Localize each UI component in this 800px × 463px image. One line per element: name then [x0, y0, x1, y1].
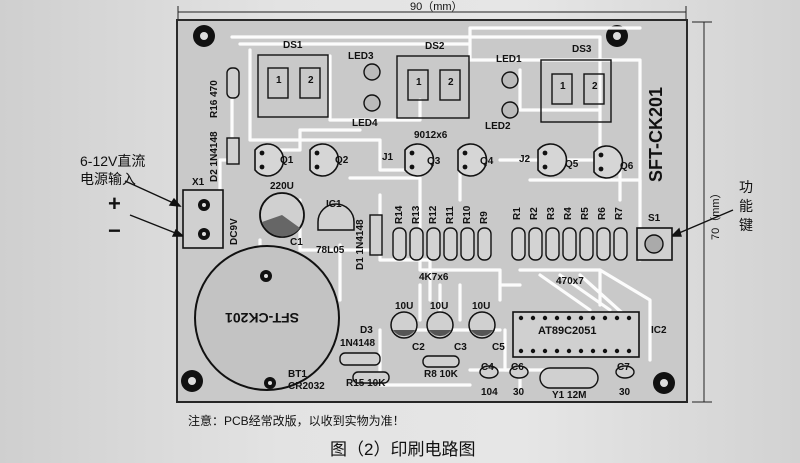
label-x1: X1: [192, 177, 205, 188]
label-cap-val-1: 10U: [395, 301, 414, 312]
label-c1: C1: [290, 237, 303, 248]
label-led1: LED1: [496, 54, 522, 65]
label-rv2: 470x7: [556, 276, 584, 287]
function-key-line1: 功: [739, 179, 753, 195]
minus-sign: −: [108, 218, 121, 243]
label-r14: R14: [394, 205, 405, 224]
label-d3: D3: [360, 325, 373, 336]
label-q3: Q3: [427, 156, 441, 167]
digit-5: 1: [560, 81, 566, 92]
resistor-bank-left: [392, 227, 492, 261]
label-r1: R1: [512, 207, 523, 220]
label-r4: R4: [563, 207, 574, 220]
label-ic1: IC1: [326, 199, 342, 210]
display-outlines: [257, 54, 612, 123]
height-dimension: 70（mm）: [710, 187, 722, 240]
label-ds1: DS1: [283, 40, 303, 51]
label-s1: S1: [648, 213, 661, 224]
label-led2: LED2: [485, 121, 511, 132]
label-j2: J2: [519, 154, 531, 165]
label-c2: C2: [412, 342, 425, 353]
label-j1: J1: [382, 152, 394, 163]
board-title: SFT-CK201: [646, 86, 666, 182]
label-cap-val-2: 10U: [430, 301, 449, 312]
label-rv1: 4K7x6: [419, 272, 449, 283]
revision-note: 注意：PCB经常改版，以收到实物为准！: [188, 414, 405, 428]
label-r13: R13: [411, 205, 422, 224]
battery-holder: [194, 245, 340, 391]
label-dc9v: DC9V: [229, 218, 240, 245]
label-c1-val: 220U: [270, 181, 294, 192]
label-r8: R8 10K: [424, 369, 458, 380]
battery-label: SFT-CK201: [225, 310, 299, 326]
power-input-line2: 电源输入: [80, 171, 136, 187]
label-led4: LED4: [352, 118, 378, 129]
leds: [363, 63, 519, 119]
label-r9: R9: [479, 211, 490, 224]
label-r3: R3: [546, 207, 557, 220]
label-ic2-part: AT89C2051: [538, 325, 597, 337]
width-dimension: 90（mm）: [410, 1, 463, 13]
mounting-holes: [181, 25, 675, 394]
label-r7: R7: [614, 207, 625, 220]
digit-4: 2: [448, 77, 454, 88]
label-bt1: BT1: [288, 369, 307, 380]
label-c6-val: 30: [513, 387, 525, 398]
digit-3: 1: [416, 77, 422, 88]
label-q4: Q4: [480, 156, 494, 167]
label-q6: Q6: [620, 161, 634, 172]
label-r11: R11: [445, 206, 456, 224]
function-key-line2: 能: [739, 198, 753, 214]
label-c7-val: 30: [619, 387, 631, 398]
label-r15: R15 10K: [346, 378, 386, 389]
label-c6: C6: [511, 362, 524, 373]
label-r12: R12: [428, 205, 439, 224]
label-ds2: DS2: [425, 41, 445, 52]
digit-1: 1: [276, 75, 282, 86]
label-q5: Q5: [565, 159, 579, 170]
label-d2: D2 1N4148: [209, 131, 220, 182]
label-r10: R10: [462, 205, 473, 224]
label-c4: C4: [481, 362, 494, 373]
label-r16: R16 470: [209, 80, 220, 118]
figure-caption: 图（2）印刷电路图: [330, 440, 476, 459]
label-d3-part: 1N4148: [340, 338, 376, 349]
label-q1: Q1: [280, 155, 294, 166]
label-bt1-part: CR2032: [288, 381, 325, 392]
label-c5: C5: [492, 342, 505, 353]
label-c4-val: 104: [481, 387, 498, 398]
power-input-line1: 6-12V直流: [80, 153, 146, 169]
label-q2: Q2: [335, 155, 349, 166]
label-ic1-part: 78L05: [316, 245, 345, 256]
label-cap-val-3: 10U: [472, 301, 491, 312]
digit-2: 2: [308, 75, 314, 86]
plus-sign: +: [108, 191, 121, 216]
label-d1: D1 1N4148: [355, 219, 366, 270]
label-r2: R2: [529, 207, 540, 220]
digit-6: 2: [592, 81, 598, 92]
resistor-bank-right: [511, 227, 628, 261]
label-c3: C3: [454, 342, 467, 353]
label-ic2: IC2: [651, 325, 667, 336]
dimension-lines: [177, 6, 712, 403]
function-key-line3: 键: [739, 217, 753, 233]
label-ds3: DS3: [572, 44, 592, 55]
label-q-part: 9012x6: [414, 130, 448, 141]
label-r5: R5: [580, 207, 591, 220]
label-r6: R6: [597, 207, 608, 220]
label-c7: C7: [617, 362, 630, 373]
label-led3: LED3: [348, 51, 374, 62]
label-y1: Y1 12M: [552, 390, 587, 401]
